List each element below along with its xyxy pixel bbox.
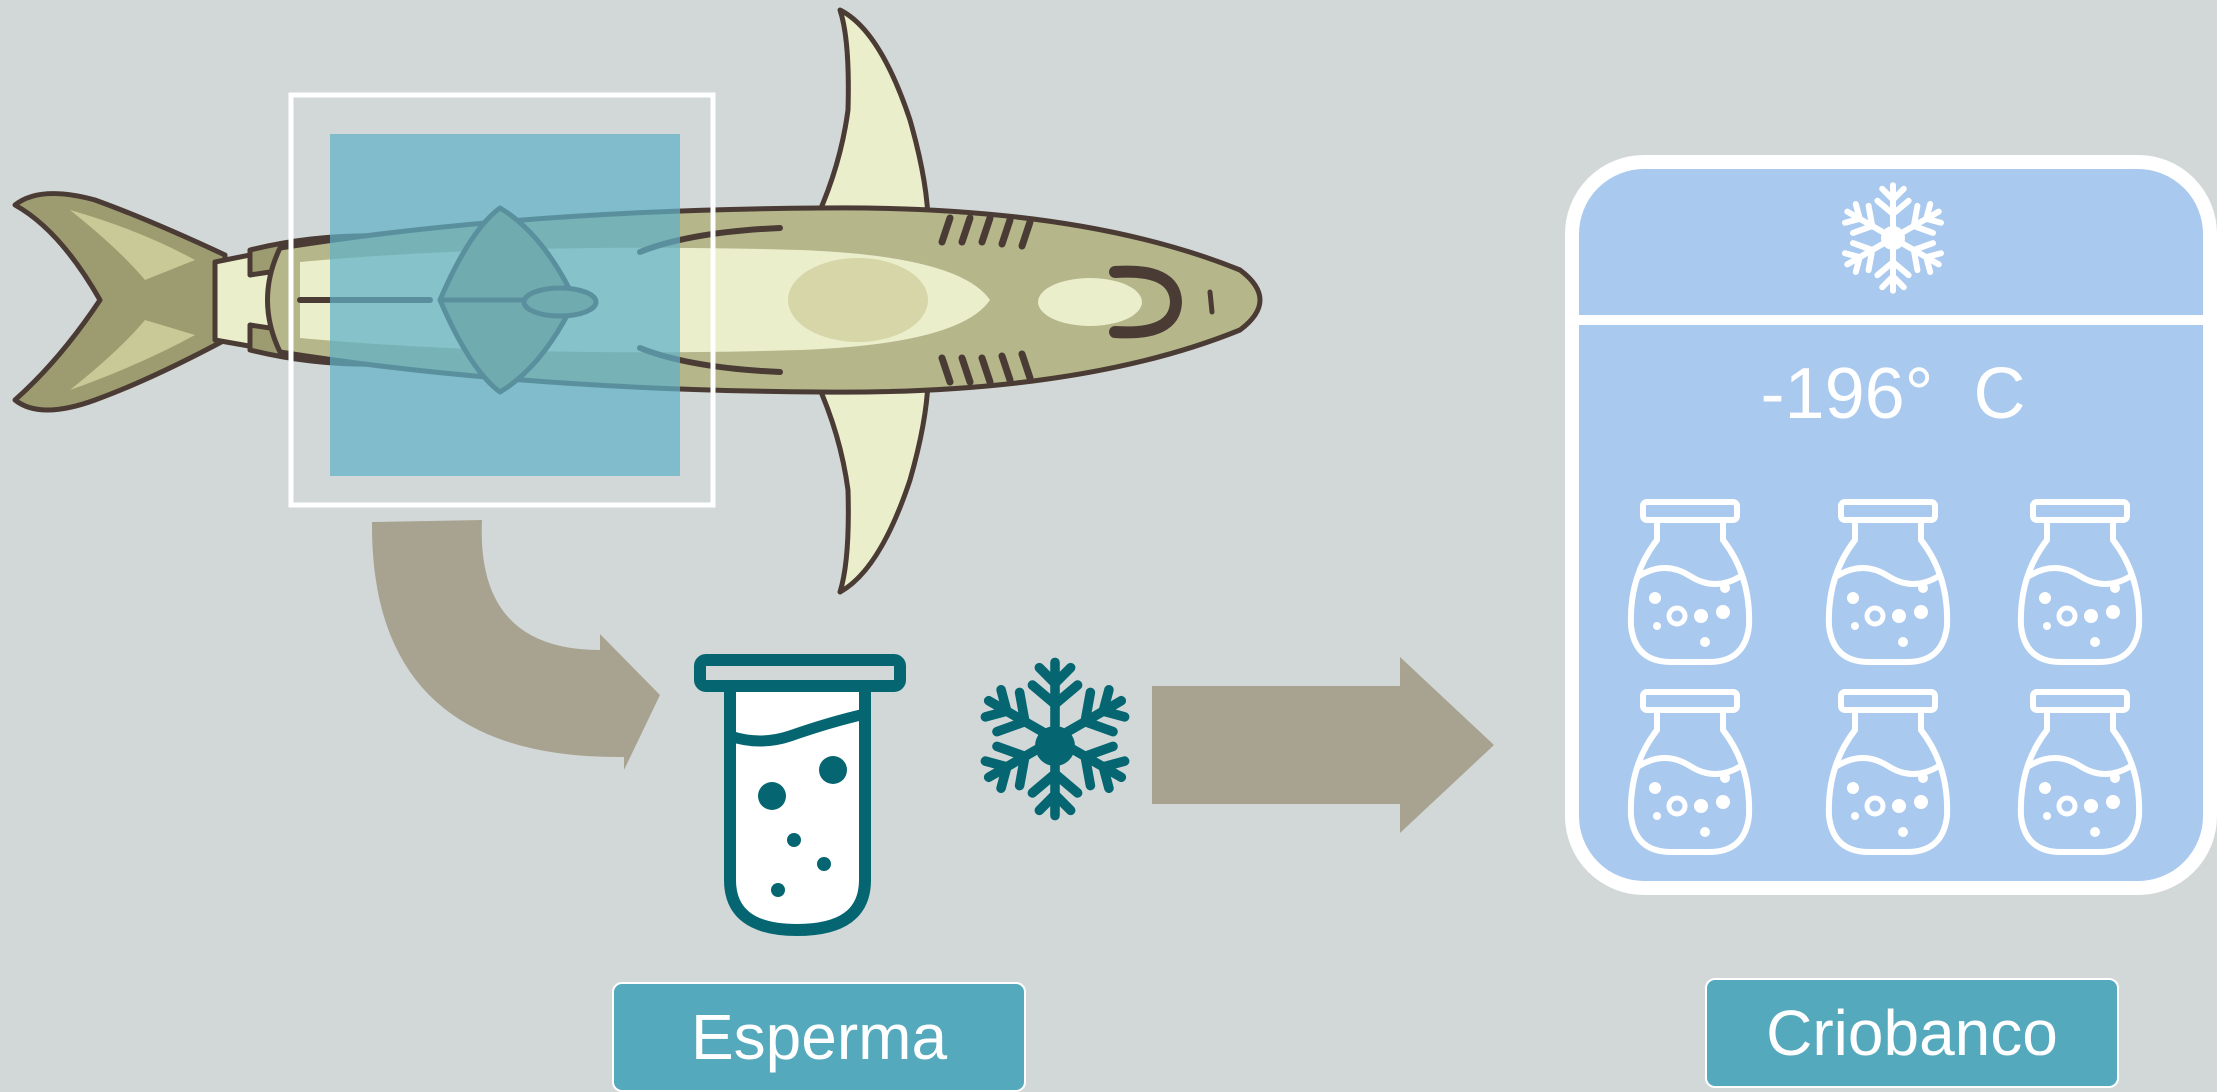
sample-label: Esperma (612, 982, 1026, 1092)
sample-label-text: Esperma (691, 1005, 947, 1069)
cryobank-snowflake-center (1881, 226, 1905, 250)
snowflake-center (1035, 726, 1075, 766)
temperature-label: -196° C (1761, 354, 2026, 434)
curved-arrow (372, 520, 660, 770)
biobank-label: Criobanco (1705, 978, 2119, 1088)
gonad-highlight (330, 134, 680, 476)
test-tube-icon (700, 660, 900, 930)
biobank-label-text: Criobanco (1766, 1001, 2058, 1065)
straight-arrow (1152, 657, 1494, 833)
